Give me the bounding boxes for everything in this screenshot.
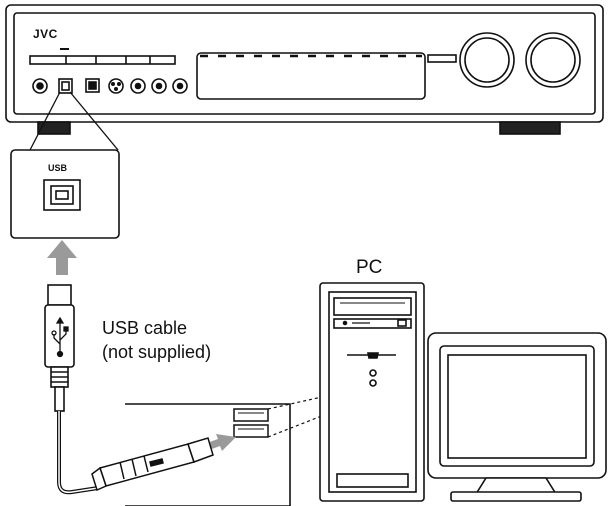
usb-callout-lines bbox=[29, 91, 119, 151]
cable-label-line1: USB cable bbox=[102, 318, 188, 338]
up-arrow bbox=[47, 240, 77, 275]
pc-port-zoom bbox=[91, 403, 291, 506]
usb-cable bbox=[44, 284, 99, 495]
cable-label-line2: (not supplied) bbox=[102, 342, 212, 362]
av-receiver bbox=[5, 4, 604, 135]
usb-port-zoom bbox=[10, 149, 120, 239]
brand-logo-text: JVC bbox=[33, 27, 58, 41]
usb-symbol-icon bbox=[51, 316, 69, 358]
pc-label: PC bbox=[356, 257, 383, 278]
usb-port-label: USB bbox=[48, 163, 68, 173]
pc-tower bbox=[319, 282, 425, 502]
pc-monitor bbox=[427, 332, 607, 502]
